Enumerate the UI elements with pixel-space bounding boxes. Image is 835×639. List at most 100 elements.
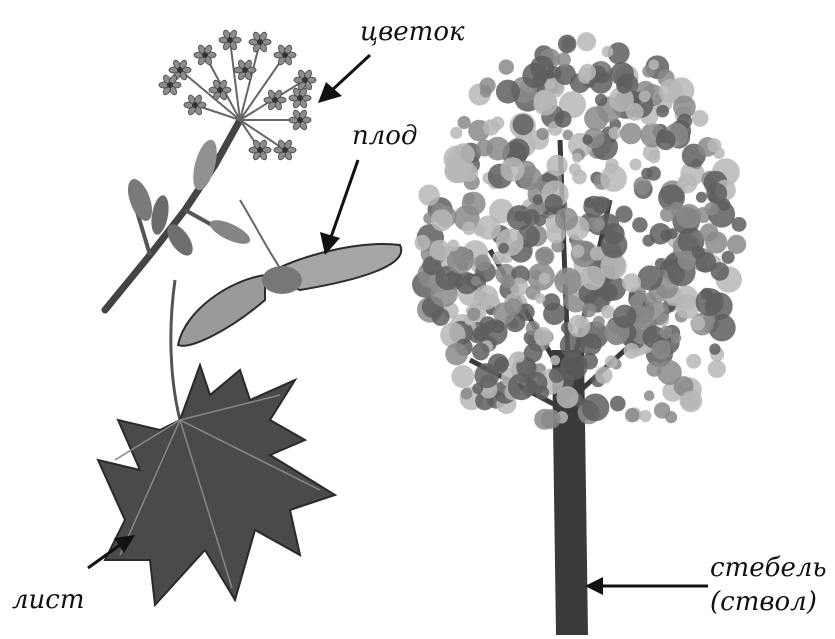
- foliage-blob: [535, 247, 554, 266]
- foliage-blob: [569, 163, 581, 175]
- foliage-blob: [649, 59, 660, 70]
- foliage-blob: [582, 394, 610, 422]
- foliage-blob: [633, 177, 651, 195]
- foliage-blob: [696, 192, 707, 203]
- stem-label-line1: стебель: [710, 553, 827, 583]
- foliage-blob: [646, 361, 661, 376]
- foliage-blob: [708, 360, 726, 378]
- foliage-blob: [605, 355, 618, 368]
- foliage-blob: [571, 245, 584, 258]
- foliage-blob: [605, 158, 618, 171]
- foliage-blob: [474, 254, 491, 271]
- foliage-blob: [558, 35, 577, 54]
- foliage-blob: [498, 243, 509, 254]
- foliage-blob: [630, 159, 642, 171]
- foliage-blob: [588, 216, 605, 233]
- foliage-blob: [732, 217, 747, 232]
- foliage-blob: [557, 53, 571, 67]
- foliage-blob: [418, 185, 439, 206]
- flower-label: цветок: [360, 17, 465, 47]
- foliage-blob: [625, 408, 639, 422]
- foliage-blob: [534, 327, 553, 346]
- foliage-blob: [632, 217, 647, 232]
- flower-arrow: [318, 55, 370, 103]
- flower-head: [294, 69, 316, 91]
- foliage-blob: [508, 373, 535, 400]
- flower-head: [274, 44, 296, 66]
- foliage-blob: [705, 231, 727, 253]
- foliage-blob: [461, 388, 473, 400]
- foliage-blob: [471, 276, 481, 286]
- foliage-blob: [656, 130, 676, 150]
- foliage-blob: [550, 355, 560, 365]
- foliage-blob: [467, 308, 480, 321]
- foliage-blob: [458, 116, 471, 129]
- foliage-blob: [600, 283, 618, 301]
- flower-head: [274, 139, 296, 161]
- foliage-blob: [451, 365, 474, 388]
- flower-head: [264, 89, 286, 111]
- foliage-blob: [665, 411, 677, 423]
- foliage-blob: [560, 353, 588, 381]
- foliage-blob: [595, 94, 607, 106]
- foliage-blob: [601, 305, 615, 319]
- foliage-blob: [609, 127, 622, 140]
- foliage-blob: [554, 268, 581, 295]
- foliage-blob: [555, 208, 578, 231]
- foliage-blob: [645, 301, 669, 325]
- fruit-arrow: [320, 160, 358, 255]
- foliage-blob: [431, 209, 453, 231]
- leaf-label: лист: [12, 585, 85, 615]
- foliage-blob: [583, 196, 605, 218]
- foliage-blob: [445, 343, 468, 366]
- foliage-blob: [513, 114, 534, 135]
- foliage-blob: [648, 151, 660, 163]
- foliage-blob: [555, 111, 572, 128]
- flower-head: [194, 44, 216, 66]
- flower-head: [234, 59, 256, 81]
- tree-crown: [412, 32, 746, 430]
- foliage-blob: [667, 228, 678, 239]
- foliage-blob: [415, 235, 431, 251]
- foliage-blob: [707, 138, 721, 152]
- foliage-blob: [709, 343, 720, 354]
- foliage-blob: [575, 317, 586, 328]
- foliage-blob: [641, 168, 652, 179]
- foliage-blob: [500, 157, 524, 181]
- foliage-blob: [447, 240, 459, 252]
- foliage-blob: [727, 235, 746, 254]
- flower-head: [289, 109, 311, 131]
- foliage-blob: [572, 153, 582, 163]
- flower-head: [289, 87, 311, 109]
- foliage-blob: [480, 77, 496, 93]
- foliage-blob: [543, 293, 561, 311]
- foliage-blob: [535, 293, 546, 304]
- foliage-blob: [534, 215, 546, 227]
- foliage-blob: [624, 343, 640, 359]
- foliage-blob: [486, 137, 510, 161]
- foliage-blob: [556, 386, 578, 408]
- foliage-blob: [444, 159, 469, 184]
- foliage-blob: [496, 80, 520, 104]
- foliage-blob: [671, 333, 682, 344]
- stem-arrow: [585, 577, 708, 595]
- stem-label-line2: (ствол): [710, 587, 817, 617]
- foliage-blob: [602, 46, 614, 58]
- foliage-blob: [429, 240, 450, 261]
- foliage-blob: [505, 298, 522, 315]
- foliage-blob: [616, 78, 632, 94]
- foliage-blob: [711, 262, 730, 281]
- foliage-blob: [696, 288, 724, 316]
- foliage-blob: [537, 128, 549, 140]
- foliage-blob: [545, 194, 563, 212]
- foliage-blob: [601, 232, 628, 259]
- foliage-blob: [462, 222, 476, 236]
- foliage-blob: [639, 410, 651, 422]
- foliage-blob: [652, 340, 671, 359]
- flower-head: [249, 139, 271, 161]
- foliage-blob: [660, 207, 675, 222]
- foliage-blob: [476, 215, 500, 239]
- foliage-blob: [534, 409, 555, 430]
- foliage-blob: [659, 326, 672, 339]
